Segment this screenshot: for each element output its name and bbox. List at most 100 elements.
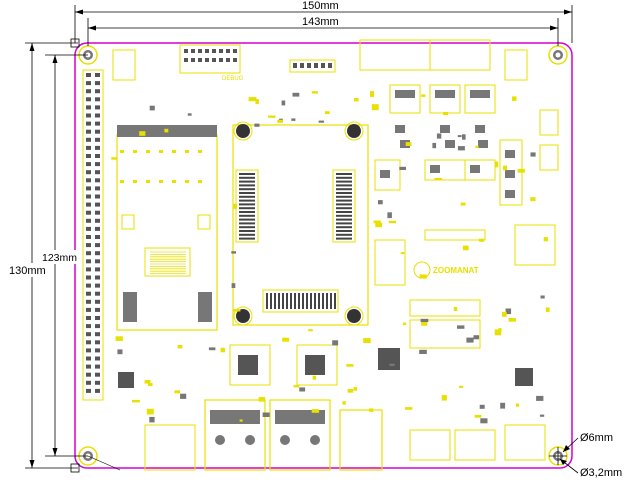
bottom-connectors (144, 399, 546, 471)
pin-pad (86, 372, 91, 377)
right-circuitry: ZOOMANAT (374, 84, 559, 349)
hole-diameter-label: Ø3,2mm (580, 467, 622, 479)
pin-pad (86, 218, 91, 223)
pin-pad (86, 186, 91, 191)
pin-pad (95, 324, 100, 329)
pin-pad (86, 73, 91, 77)
pin-pad (95, 267, 100, 272)
pin-pad (86, 332, 91, 337)
pin-pad (95, 275, 100, 280)
pin-pad (95, 243, 100, 248)
pin-pad (95, 178, 100, 183)
pin-pad (86, 210, 91, 215)
pin-pad (95, 170, 100, 175)
pin-pad (95, 137, 100, 142)
pin-pad (95, 348, 100, 353)
pin-pad (95, 356, 100, 361)
corner-marker-top-left (70, 38, 80, 48)
callout-pad-diameter: Ø6mm (562, 432, 613, 453)
pin-pad (86, 137, 91, 142)
pin-pad (86, 178, 91, 183)
callout-hole-diameter: Ø3,2mm (559, 458, 622, 479)
pin-pad (86, 380, 91, 385)
pin-pad (86, 243, 91, 248)
pin-pad (95, 145, 100, 150)
pin-pad (86, 235, 91, 239)
pin-pad (86, 170, 91, 175)
cpu-module-hole-tl (236, 124, 250, 138)
pin-pad (95, 259, 100, 264)
debug-label: DEBUG (222, 76, 244, 82)
pin-pad (95, 283, 100, 288)
pin-pad (95, 89, 100, 94)
pin-pad (86, 129, 91, 134)
dim-overall-width-label: 150mm (302, 0, 339, 12)
pin-pad (86, 97, 91, 102)
dim-hole-pitch-height: 123mm (42, 54, 88, 457)
mid-chips (111, 91, 550, 424)
pin-pad (95, 81, 100, 86)
cpu-module-hole-bl (236, 309, 250, 323)
pin-pad (86, 113, 91, 118)
top-connectors: DEBUG (112, 39, 528, 82)
pin-pad (86, 259, 91, 264)
pin-pad (95, 226, 100, 231)
pin-pad (86, 307, 91, 312)
pin-pad (86, 81, 91, 86)
pin-pad (95, 372, 100, 377)
pin-pad (95, 129, 100, 134)
pin-pad (95, 251, 100, 256)
pin-pad (95, 97, 100, 102)
pin-pad (86, 356, 91, 361)
pin-pad (95, 194, 100, 199)
pin-pad (95, 105, 100, 110)
pin-pad (86, 145, 91, 150)
pin-pad (86, 340, 91, 345)
pin-pad (86, 316, 91, 320)
pin-pad (95, 316, 100, 320)
pin-pad (86, 275, 91, 280)
board-outline (74, 42, 573, 469)
mounting-hole-bottom-right (548, 446, 568, 466)
pin-pad (86, 105, 91, 110)
pin-pad (86, 324, 91, 329)
pin-pad (95, 340, 100, 345)
pin-pad (95, 291, 100, 296)
pin-pad (95, 186, 100, 191)
pin-pad (86, 364, 91, 369)
pin-pad (86, 299, 91, 304)
pin-pad (86, 226, 91, 231)
left-pin-header (82, 69, 104, 401)
pin-pad (95, 73, 100, 77)
pin-pad (95, 307, 100, 312)
pin-pad (95, 218, 100, 223)
pin-pad (95, 210, 100, 215)
pin-pad (86, 194, 91, 199)
pin-pad (86, 162, 91, 167)
pin-pad (95, 388, 100, 393)
pad-diameter-label: Ø6mm (580, 432, 613, 444)
dim-hole-pitch-width-label: 143mm (302, 16, 339, 28)
dim-hole-pitch-width: 143mm (87, 16, 559, 46)
pin-pad (95, 364, 100, 369)
cpu-module-hole-br (347, 309, 361, 323)
corner-marker-bottom-left (70, 463, 80, 473)
pin-pad (86, 348, 91, 353)
pin-pad (86, 89, 91, 94)
pin-pad (86, 388, 91, 393)
cpu-module (232, 121, 369, 326)
pin-pad (95, 235, 100, 239)
pin-pad (95, 162, 100, 167)
pin-pad (95, 113, 100, 118)
pin-pad (86, 283, 91, 288)
pin-pad (86, 251, 91, 256)
cpu-module-hole-tr (347, 124, 361, 138)
pin-pad (95, 380, 100, 385)
pin-pad (86, 267, 91, 272)
pin-pad (86, 154, 91, 158)
pin-pad (86, 202, 91, 207)
pin-pad (95, 154, 100, 158)
pin-pad (86, 291, 91, 296)
pin-pad (95, 121, 100, 126)
